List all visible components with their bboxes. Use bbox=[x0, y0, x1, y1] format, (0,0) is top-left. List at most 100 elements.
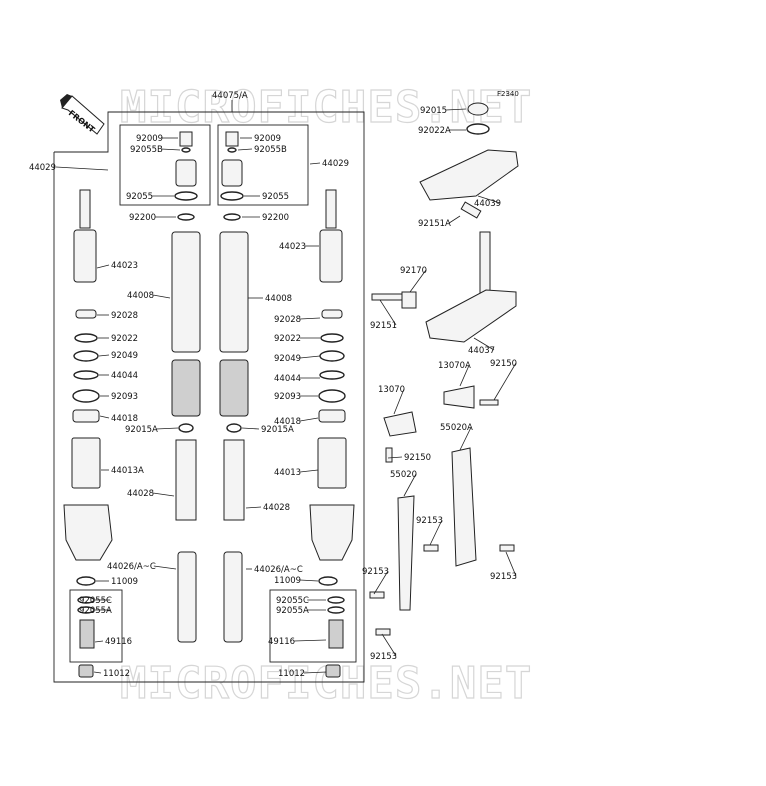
left-fork-parts bbox=[63, 189, 113, 678]
callout-c92049R: 92049 bbox=[274, 354, 301, 364]
leader-line bbox=[303, 671, 327, 674]
callout-c92151: 92151 bbox=[370, 321, 397, 331]
leader-line bbox=[299, 355, 321, 359]
leader-line bbox=[153, 565, 177, 570]
callout-c11012L: 11012 bbox=[103, 669, 130, 679]
leader-line bbox=[156, 427, 179, 430]
inner-tube-left bbox=[71, 437, 101, 489]
leader-line bbox=[445, 108, 467, 111]
leader-line bbox=[98, 354, 110, 357]
leader-line bbox=[94, 640, 104, 643]
leader-line bbox=[152, 294, 171, 299]
callout-c44023R: 44023 bbox=[279, 242, 306, 252]
callout-c44013AL: 44013A bbox=[111, 466, 144, 476]
leader-line bbox=[473, 337, 495, 351]
callout-c92200L: 92200 bbox=[129, 213, 156, 223]
callout-c92170: 92170 bbox=[400, 266, 427, 276]
callout-c92153d: 92153 bbox=[370, 652, 397, 662]
callout-c44013R: 44013 bbox=[274, 468, 301, 478]
axle-holder-right bbox=[309, 504, 355, 561]
callout-c44044R: 44044 bbox=[274, 374, 301, 384]
leader-line bbox=[241, 427, 260, 430]
callout-c49116R: 49116 bbox=[268, 637, 295, 647]
assembly-label: 44075/A bbox=[212, 91, 248, 101]
guard-55020 bbox=[397, 495, 415, 611]
callout-c92055L: 92055 bbox=[126, 192, 153, 202]
callout-c92055BL: 92055B bbox=[130, 145, 163, 155]
callout-c92015AR: 92015A bbox=[261, 425, 294, 435]
leader-line bbox=[381, 633, 397, 657]
callout-c44018R: 44018 bbox=[274, 417, 301, 427]
callout-c55020: 55020 bbox=[390, 470, 417, 480]
guard-55020A bbox=[451, 447, 477, 567]
leader-line bbox=[477, 195, 501, 204]
callout-c92022R: 92022 bbox=[274, 334, 301, 344]
steering-parts bbox=[369, 102, 519, 636]
outer-tube-left bbox=[171, 231, 201, 353]
leader-line bbox=[161, 148, 181, 151]
right-fork-parts bbox=[309, 189, 355, 678]
callout-c44026R: 44026/A~C bbox=[254, 565, 303, 575]
callout-c92009L: 92009 bbox=[136, 134, 163, 144]
part-callouts: 440299200992055B920559220044023440089202… bbox=[29, 106, 517, 679]
callout-c13070: 13070 bbox=[378, 385, 405, 395]
leader-line bbox=[387, 456, 403, 459]
callout-c92055AL: 92055A bbox=[79, 606, 112, 616]
callout-c92150a: 92150 bbox=[490, 359, 517, 369]
callout-c92150b: 92150 bbox=[404, 453, 431, 463]
callout-c44028L: 44028 bbox=[127, 489, 154, 499]
figure-code: F2340 bbox=[497, 90, 519, 98]
callout-c92015: 92015 bbox=[420, 106, 447, 116]
callout-c92093R: 92093 bbox=[274, 392, 301, 402]
leader-line bbox=[96, 264, 110, 269]
callout-c13070A: 13070A bbox=[438, 361, 471, 371]
callout-c44026L: 44026/A~C bbox=[107, 562, 156, 572]
leader-line bbox=[493, 362, 517, 401]
front-arrow-icon: FRONT bbox=[60, 94, 105, 135]
leader-line bbox=[393, 388, 405, 415]
callout-c11009R: 11009 bbox=[274, 576, 301, 586]
assembly-frame: 44075/A bbox=[53, 91, 365, 683]
callout-c92009R: 92009 bbox=[254, 134, 281, 144]
callout-c92049L: 92049 bbox=[111, 351, 138, 361]
callout-c44023L: 44023 bbox=[111, 261, 138, 271]
callout-c92055AR: 92055A bbox=[276, 606, 309, 616]
callout-c49116L: 49116 bbox=[105, 637, 132, 647]
callout-c44039: 44039 bbox=[474, 199, 501, 209]
callout-c44037: 44037 bbox=[468, 346, 495, 356]
leader-line bbox=[299, 469, 319, 473]
callout-c44029L: 44029 bbox=[29, 163, 56, 173]
callout-c92153a: 92153 bbox=[416, 516, 443, 526]
callout-c92015AL: 92015A bbox=[125, 425, 158, 435]
callout-c92022L: 92022 bbox=[111, 334, 138, 344]
callout-c44028R: 44028 bbox=[263, 503, 290, 513]
leader-line bbox=[505, 551, 517, 577]
leader-line bbox=[409, 269, 427, 293]
leader-line bbox=[459, 426, 472, 451]
leader-line bbox=[429, 519, 443, 546]
callout-c44008L: 44008 bbox=[127, 291, 154, 301]
callout-c92028L: 92028 bbox=[111, 311, 138, 321]
spring-right bbox=[223, 551, 243, 643]
outer-tube-right bbox=[219, 231, 249, 353]
upper-bracket bbox=[419, 149, 519, 201]
callout-c92093L: 92093 bbox=[111, 392, 138, 402]
cap-bolt-left bbox=[79, 189, 91, 229]
leader-line bbox=[299, 317, 321, 320]
callout-c44044L: 44044 bbox=[111, 371, 138, 381]
leader-line bbox=[403, 473, 417, 497]
leader-line bbox=[309, 162, 321, 165]
callout-c92153c: 92153 bbox=[362, 567, 389, 577]
axle-holder-left bbox=[63, 504, 113, 561]
callout-c92055CL: 92055C bbox=[79, 596, 112, 606]
callout-c92055R: 92055 bbox=[262, 192, 289, 202]
callout-c11009L: 11009 bbox=[111, 577, 138, 587]
callout-c44018L: 44018 bbox=[111, 414, 138, 424]
leader-line bbox=[299, 579, 319, 582]
callout-c92022A: 92022A bbox=[418, 126, 451, 136]
damper-parts bbox=[171, 131, 249, 643]
callout-c44029R: 44029 bbox=[322, 159, 349, 169]
leader-line bbox=[293, 639, 327, 642]
